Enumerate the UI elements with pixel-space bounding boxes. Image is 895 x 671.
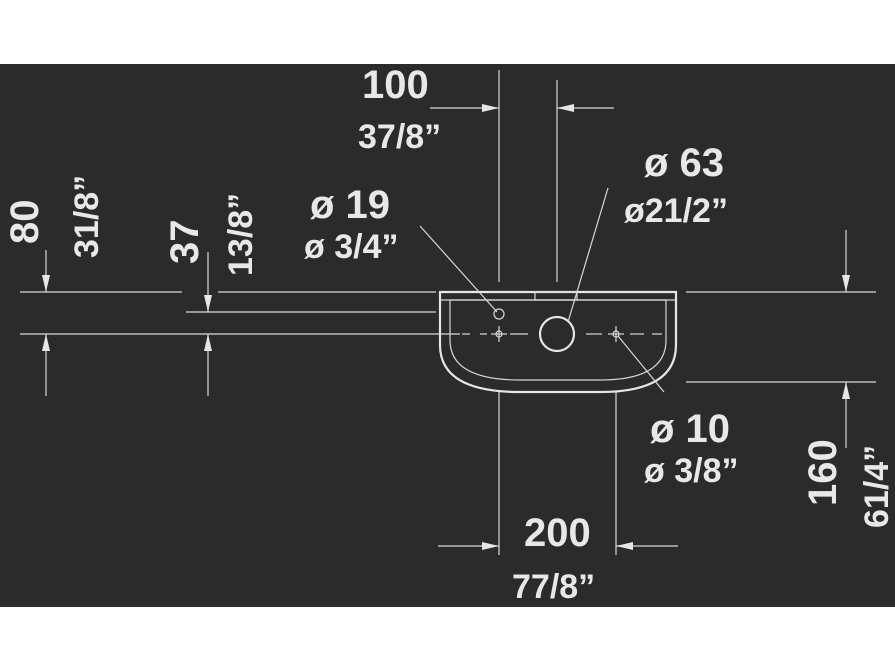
label-80-in: 31/8” — [68, 175, 106, 258]
label-37-mm: 37 — [163, 220, 207, 265]
leader-19 — [419, 225, 498, 313]
leader-10 — [617, 335, 665, 393]
label-160-mm: 160 — [801, 439, 845, 506]
label-80-mm: 80 — [3, 200, 47, 245]
label-100-in: 37/8” — [358, 118, 441, 156]
hole-right-10 — [608, 326, 624, 342]
drawing-background — [0, 64, 895, 607]
hole-left-19 — [493, 308, 505, 320]
basin-outline — [438, 290, 678, 394]
label-63-in: ø21/2” — [624, 192, 728, 230]
leader-63 — [567, 187, 609, 323]
label-63-mm: ø 63 — [644, 141, 724, 185]
label-10-mm: ø 10 — [650, 407, 730, 451]
label-160-in: 61/4” — [858, 445, 895, 528]
label-100-mm: 100 — [362, 63, 429, 107]
hole-left-center — [491, 326, 507, 342]
hole-large — [538, 315, 576, 353]
label-19-mm: ø 19 — [310, 183, 390, 227]
label-10-in: ø 3/8” — [644, 452, 738, 490]
label-200-in: 77/8” — [512, 568, 595, 606]
label-37-in: 13/8” — [222, 193, 260, 276]
label-200-mm: 200 — [524, 511, 591, 555]
label-19-in: ø 3/4” — [304, 228, 398, 266]
